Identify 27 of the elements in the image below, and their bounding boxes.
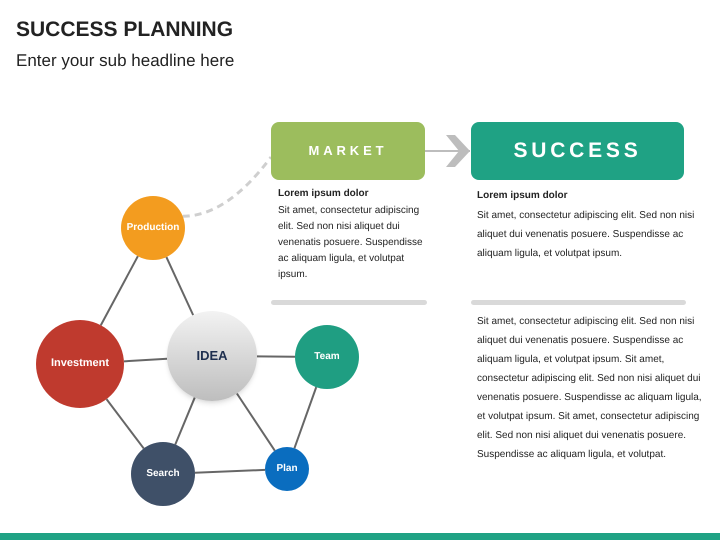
subheadline: Enter your sub headline here bbox=[16, 50, 234, 72]
heading-box bbox=[471, 122, 684, 180]
body-paragraph: Sit amet, consectetur adipiscing elit. Sed non nisi aliquet dui venenatis posuere. Suspendisse ac aliquam ligula, et volutpat ipsum. bbox=[278, 204, 424, 282]
title: SUCCESS PLANNING bbox=[16, 17, 234, 43]
node-label: Plan bbox=[276, 462, 298, 476]
connector-line bbox=[293, 386, 318, 449]
node-label: IDEA bbox=[196, 348, 228, 364]
node-label: Investment bbox=[50, 357, 110, 371]
connector-line bbox=[194, 468, 266, 474]
node-label: SUCCESS bbox=[514, 138, 642, 164]
connector-line bbox=[256, 355, 295, 358]
connector-line bbox=[100, 256, 139, 326]
node-label: MARKET bbox=[308, 142, 388, 160]
connector-line bbox=[236, 392, 276, 452]
body-paragraph: Sit amet, consectetur adipiscing elit. Sed non nisi aliquet dui venenatis posuere. Suspendisse ac aliquam ligula, et volutpat ipsum. bbox=[477, 209, 696, 261]
text-heading: Lorem ipsum dolor bbox=[278, 187, 370, 201]
body-paragraph: Sit amet, consectetur adipiscing elit. Sed non nisi aliquet dui venenatis posuere. Suspendisse ac aliquam ligula, et volutpat ipsum. Sit amet, consectetur adipiscing elit. Sed non nisi aliquet dui venenatis posuere. Suspendisse ac aliquam ligula, et volutpat ipsum. Sit amet, consectetur adipiscing elit. Sed non nisi aliquet dui venenatis posuere. Suspendisse ac aliquam ligula, et volutpat. bbox=[477, 315, 703, 462]
connector-line bbox=[165, 256, 194, 316]
node-label: Production bbox=[126, 222, 180, 234]
node-label: Team bbox=[314, 350, 340, 364]
dashed-connector bbox=[182, 156, 272, 218]
connector-line bbox=[106, 398, 145, 450]
text-heading: Lorem ipsum dolor bbox=[477, 189, 569, 203]
heading-box bbox=[271, 122, 425, 180]
node-label: Search bbox=[146, 468, 180, 480]
connector-line bbox=[124, 358, 168, 362]
connector-line bbox=[174, 397, 196, 445]
